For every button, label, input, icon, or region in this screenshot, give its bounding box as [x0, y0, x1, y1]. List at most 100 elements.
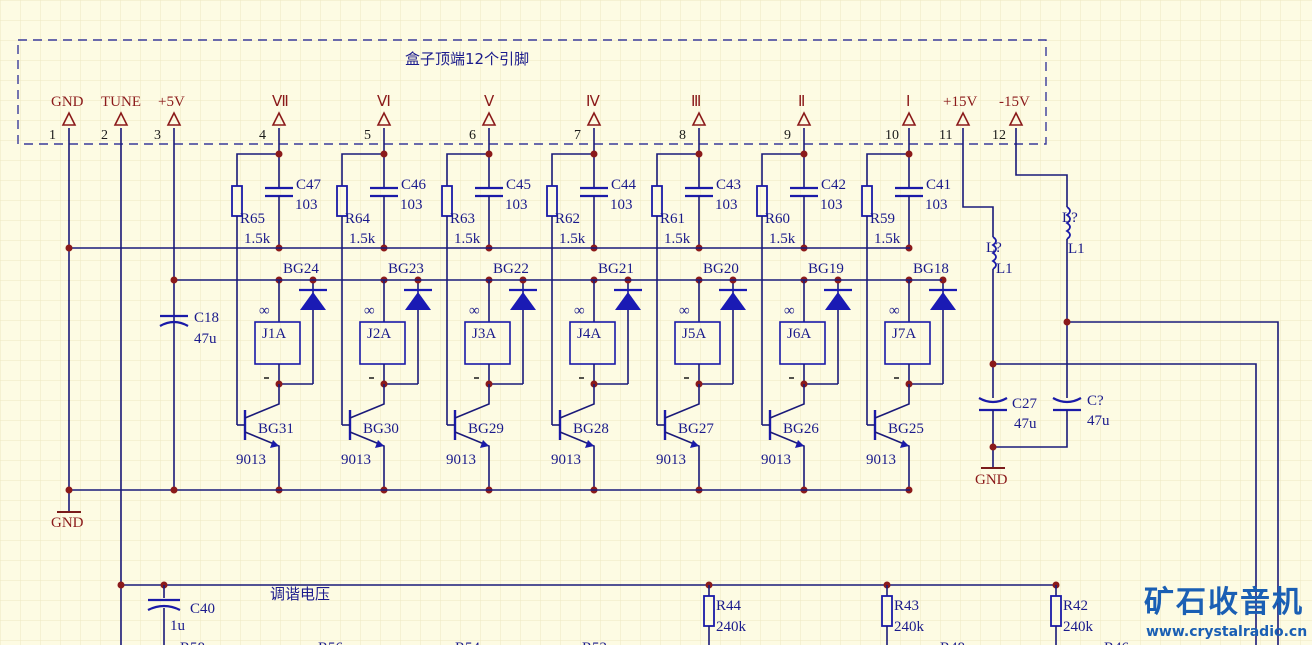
pin-name: -15V — [999, 94, 1030, 110]
l-left-value: L1 — [996, 261, 1013, 277]
bottom-label: 调谐电压 — [270, 585, 330, 603]
resistor-name: R61 — [660, 211, 685, 227]
junction-dot — [117, 581, 125, 589]
partial-label: R46 — [1104, 640, 1130, 645]
watermark-title: 矿石收音机 — [1144, 585, 1304, 620]
emitter-arrow-icon — [375, 440, 384, 448]
relay-box — [674, 321, 721, 365]
cap-ground-wire — [992, 410, 1068, 468]
transistor-name: BG30 — [363, 421, 399, 437]
pin-name: GND — [51, 94, 84, 110]
capacitor-c18: C18 47u — [159, 310, 219, 347]
transistor-collector — [664, 384, 700, 419]
pin-number: 3 — [154, 128, 161, 143]
pin-number: 1 — [49, 128, 56, 143]
pin-triangle-icon — [901, 111, 917, 126]
pin-triangle-icon — [586, 111, 602, 126]
transistor-type: 9013 — [866, 452, 896, 468]
capacitor-c40: C40 1u — [147, 585, 215, 645]
relay-box — [464, 321, 511, 365]
partial-label: R52 — [582, 640, 607, 645]
emitter-arrow-icon — [585, 440, 594, 448]
pin-name: Ⅱ — [798, 94, 805, 110]
c27-name: C27 — [1012, 396, 1038, 412]
inductor-right: L? L1 — [1062, 206, 1085, 257]
diode-triangle-icon — [510, 292, 536, 310]
resistor-value: 1.5k — [559, 231, 586, 247]
partial-label: R58 — [180, 640, 205, 645]
relay-mark: ∞ — [679, 303, 690, 319]
pin-name: TUNE — [101, 94, 141, 110]
transistor-name: BG26 — [783, 421, 819, 437]
watermark-url: www.crystalradio.cn — [1146, 624, 1307, 640]
ground-symbol-right: GND — [975, 467, 1008, 488]
l-left-name: L? — [986, 240, 1002, 256]
pin-triangle-icon — [271, 111, 287, 126]
junction-dot — [380, 150, 388, 158]
relay-mark: ∞ — [469, 303, 480, 319]
pin-9: Ⅱ9 — [784, 94, 812, 143]
pin-name: Ⅰ — [906, 94, 910, 110]
pin-5: Ⅵ5 — [364, 94, 392, 143]
transistor-name: BG28 — [573, 421, 609, 437]
relay-box — [569, 321, 616, 365]
pin-number: 5 — [364, 128, 371, 143]
relay-name: J7A — [892, 326, 916, 342]
c27-value: 47u — [1014, 416, 1037, 432]
relay-name: J3A — [472, 326, 496, 342]
transistor-collector — [769, 384, 805, 419]
resistor-value: 1.5k — [244, 231, 271, 247]
channel-group: R651.5kC47103BG24J1A∞BG319013R641.5kC461… — [231, 128, 957, 494]
c40-value: 1u — [170, 618, 186, 634]
diode-triangle-icon — [300, 292, 326, 310]
junction-dot — [989, 443, 997, 451]
capacitor-name: C45 — [506, 177, 531, 193]
transistor-collector — [559, 384, 595, 419]
relay-name: J1A — [262, 326, 286, 342]
capacitor-name: C47 — [296, 177, 322, 193]
cq-name: C? — [1087, 393, 1104, 409]
pin-number: 11 — [939, 128, 952, 143]
pin-triangle-icon — [113, 111, 129, 126]
resistor-value: 240k — [1063, 619, 1094, 635]
resistor-name: R59 — [870, 211, 895, 227]
junction-dot — [485, 150, 493, 158]
capacitor-value: 103 — [715, 197, 738, 213]
cq-value: 47u — [1087, 413, 1110, 429]
junction-dot — [65, 486, 73, 494]
emitter-arrow-icon — [900, 440, 909, 448]
p15-wire — [962, 128, 994, 237]
junction-dot — [989, 360, 997, 368]
pin-triangle-icon — [1008, 111, 1024, 126]
c40-name: C40 — [190, 601, 215, 617]
pin-10: Ⅰ10 — [885, 94, 917, 143]
p15-out — [993, 363, 1257, 645]
pin-name: +5V — [158, 94, 185, 110]
capacitor-value: 103 — [505, 197, 528, 213]
pin-number: 12 — [992, 128, 1006, 143]
relay-box — [254, 321, 301, 365]
capacitor-c27: C27 47u — [978, 396, 1038, 432]
diode-triangle-icon — [720, 292, 746, 310]
pin-number: 4 — [259, 128, 266, 143]
pin-name: Ⅳ — [586, 94, 600, 110]
pin-triangle-icon — [796, 111, 812, 126]
resistor-value: 1.5k — [454, 231, 481, 247]
relay-mark: ∞ — [364, 303, 375, 319]
pin-name: Ⅲ — [691, 94, 701, 110]
junction-dot — [590, 150, 598, 158]
resistor-value: 1.5k — [349, 231, 376, 247]
transistor-type: 9013 — [236, 452, 266, 468]
diode-name: BG18 — [913, 261, 949, 277]
capacitor-name: C41 — [926, 177, 951, 193]
diode-triangle-icon — [825, 292, 851, 310]
emitter-arrow-icon — [270, 440, 279, 448]
pin-name: Ⅴ — [484, 94, 495, 110]
capacitor-value: 103 — [610, 197, 633, 213]
